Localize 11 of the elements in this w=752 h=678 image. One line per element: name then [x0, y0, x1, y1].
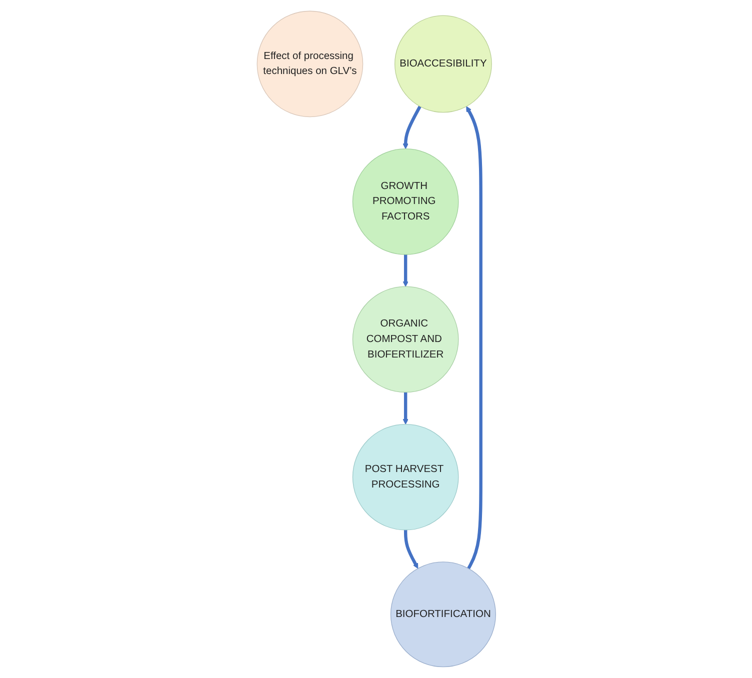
- node-circle: POST HARVEST PROCESSING: [352, 424, 458, 530]
- node-circle: ORGANIC COMPOST AND BIOFERTILIZER: [352, 286, 458, 393]
- arrow: [402, 254, 408, 287]
- node-circle: Effect of processing techniques on GLV’s: [256, 10, 363, 118]
- arrow: [402, 392, 408, 425]
- arrow: [402, 106, 422, 150]
- node-circle: BIOFORTIFICATION: [390, 562, 496, 668]
- node-circle: BIOACCESIBILITY: [394, 15, 492, 113]
- arrow: [466, 106, 482, 570]
- node-circle: GROWTH PROMOTING FACTORS: [352, 148, 458, 255]
- arrow: [404, 530, 418, 569]
